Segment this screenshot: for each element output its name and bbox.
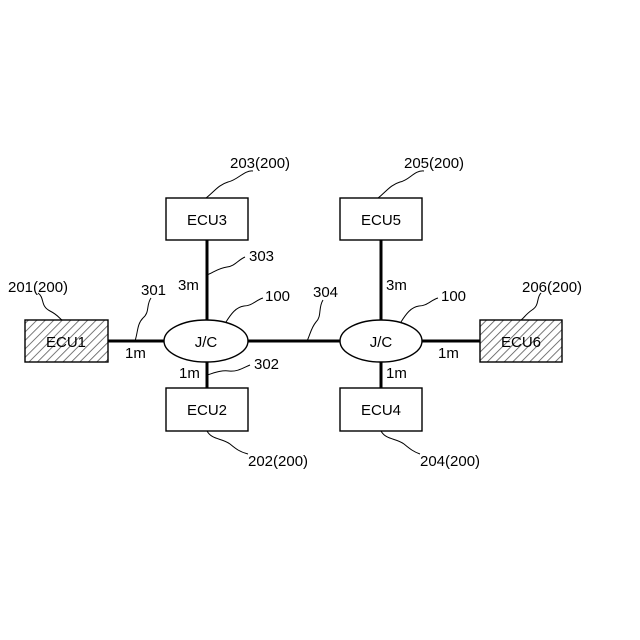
leader-203: [206, 171, 253, 198]
ecu2-ref: 202(200): [248, 453, 308, 470]
length-ecu2: 1m: [179, 365, 200, 382]
cable-304-ref: 304: [313, 284, 338, 301]
leader-100-left: [226, 298, 263, 322]
leader-202: [207, 431, 248, 454]
ecu6-ref: 206(200): [522, 279, 582, 296]
ecu1-label: ECU1: [46, 334, 86, 351]
ecu2-box: ECU2: [166, 388, 248, 431]
ecu4-box: ECU4: [340, 388, 422, 431]
ecu6-label: ECU6: [501, 334, 541, 351]
length-ecu6: 1m: [438, 345, 459, 362]
leader-304: [307, 300, 323, 341]
jc-right: J/C: [340, 320, 422, 362]
ecu1-ref: 201(200): [8, 279, 68, 296]
jc-right-label: J/C: [370, 334, 393, 351]
ecu4-label: ECU4: [361, 402, 401, 419]
cable-302-ref: 302: [254, 356, 279, 373]
jc-left: J/C: [164, 320, 248, 362]
length-ecu3: 3m: [178, 277, 199, 294]
ecu2-label: ECU2: [187, 402, 227, 419]
ecu5-label: ECU5: [361, 212, 401, 229]
leader-204: [381, 431, 420, 454]
leader-303: [207, 257, 245, 275]
jc-right-ref: 100: [441, 288, 466, 305]
ecu5-box: ECU5: [340, 198, 422, 240]
jc-left-label: J/C: [195, 334, 218, 351]
leader-301: [135, 298, 151, 341]
length-ecu4: 1m: [386, 365, 407, 382]
leader-100-right: [401, 298, 438, 322]
ecu3-label: ECU3: [187, 212, 227, 229]
leader-205: [378, 171, 424, 198]
ecu5-ref: 205(200): [404, 155, 464, 172]
leader-201: [38, 293, 62, 320]
length-ecu5: 3m: [386, 277, 407, 294]
ecu3-box: ECU3: [166, 198, 248, 240]
ecu3-ref: 203(200): [230, 155, 290, 172]
cable-301-ref: 301: [141, 282, 166, 299]
ecu4-ref: 204(200): [420, 453, 480, 470]
length-ecu1: 1m: [125, 345, 146, 362]
cable-303-ref: 303: [249, 248, 274, 265]
ecu1-box: ECU1: [25, 320, 108, 362]
leader-302: [207, 365, 250, 375]
jc-left-ref: 100: [265, 288, 290, 305]
leader-206: [521, 293, 541, 320]
ecu6-box: ECU6: [480, 320, 562, 362]
